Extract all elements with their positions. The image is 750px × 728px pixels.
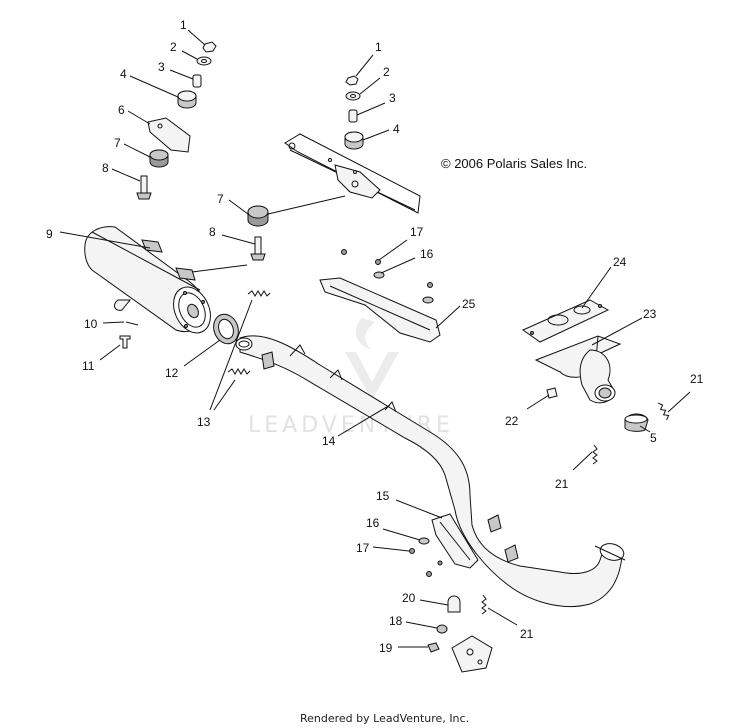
callout-4a: 4 bbox=[120, 67, 127, 81]
callout-19: 19 bbox=[379, 641, 393, 655]
heat-shield-part-25 bbox=[319, 249, 441, 343]
callout-3a: 3 bbox=[158, 60, 165, 74]
callout-24: 24 bbox=[613, 255, 627, 269]
callout-9: 9 bbox=[46, 227, 53, 241]
frame-mount-tab bbox=[334, 164, 381, 199]
callout-3b: 3 bbox=[389, 91, 396, 105]
frame-rail bbox=[284, 133, 421, 214]
footer-credit: Rendered by LeadVenture, Inc. bbox=[300, 712, 469, 725]
callout-20: 20 bbox=[402, 591, 416, 605]
spring-part-13 bbox=[209, 290, 271, 411]
gasket-part-24 bbox=[521, 299, 610, 343]
callout-4b: 4 bbox=[393, 122, 400, 136]
callout-1b: 1 bbox=[375, 40, 382, 54]
sleeve-part-3b bbox=[348, 109, 358, 123]
callout-2b: 2 bbox=[383, 65, 390, 79]
callout-2a: 2 bbox=[170, 40, 177, 54]
pin-part-20 bbox=[447, 595, 461, 613]
stud-part-22 bbox=[546, 387, 558, 399]
callout-13: 13 bbox=[197, 415, 211, 429]
callout-11: 11 bbox=[82, 359, 95, 373]
callout-25: 25 bbox=[462, 297, 476, 311]
spring-part-21b bbox=[592, 444, 598, 465]
callout-8a: 8 bbox=[102, 161, 109, 175]
callout-labels: 1 2 3 4 6 7 8 1 2 3 4 9 7 8 17 16 25 24 … bbox=[46, 18, 704, 655]
nut-part-17b bbox=[409, 548, 415, 554]
washer-part-2a bbox=[196, 56, 212, 66]
callout-21c: 21 bbox=[520, 627, 534, 641]
callout-7a: 7 bbox=[114, 136, 121, 150]
spring-part-21c bbox=[481, 594, 487, 615]
nut-part-1a bbox=[202, 41, 217, 53]
callout-16b: 16 bbox=[366, 516, 380, 530]
callout-16a: 16 bbox=[420, 247, 434, 261]
washer-part-18 bbox=[436, 624, 448, 634]
callout-12: 12 bbox=[165, 366, 179, 380]
callout-21a: 21 bbox=[690, 372, 704, 386]
washer-part-2b bbox=[345, 91, 361, 101]
spring-part-21a bbox=[657, 402, 670, 421]
manifold-part-23 bbox=[534, 335, 622, 404]
callout-1a: 1 bbox=[180, 18, 187, 32]
callout-10: 10 bbox=[84, 317, 98, 331]
bolt-part-8a bbox=[140, 175, 148, 195]
pin-part-10 bbox=[125, 321, 139, 326]
callout-7b: 7 bbox=[217, 192, 224, 206]
callout-5: 5 bbox=[650, 431, 657, 445]
muffler-part-9 bbox=[84, 226, 211, 334]
washer-part-16b bbox=[418, 537, 430, 545]
callout-23: 23 bbox=[643, 307, 657, 321]
callout-15: 15 bbox=[376, 489, 390, 503]
callout-21b: 21 bbox=[555, 477, 569, 491]
center-mount-hardware bbox=[344, 54, 390, 150]
nut-part-19 bbox=[427, 642, 440, 653]
callout-17b: 17 bbox=[356, 541, 370, 555]
rivet-part-11 bbox=[119, 335, 131, 349]
callout-17a: 17 bbox=[410, 225, 424, 239]
head-pipe-part-14 bbox=[235, 335, 626, 608]
left-mount-hardware bbox=[111, 29, 217, 200]
bolt-part-8b bbox=[254, 236, 262, 256]
callout-22: 22 bbox=[505, 414, 519, 428]
callout-14: 14 bbox=[322, 434, 336, 448]
callout-6: 6 bbox=[118, 103, 125, 117]
sleeve-part-3a bbox=[192, 74, 202, 88]
nut-part-1b bbox=[345, 75, 359, 86]
callout-8b: 8 bbox=[209, 225, 216, 239]
callout-18: 18 bbox=[389, 614, 403, 628]
copyright-text: © 2006 Polaris Sales Inc. bbox=[441, 156, 587, 171]
bracket-part-6 bbox=[147, 117, 191, 153]
